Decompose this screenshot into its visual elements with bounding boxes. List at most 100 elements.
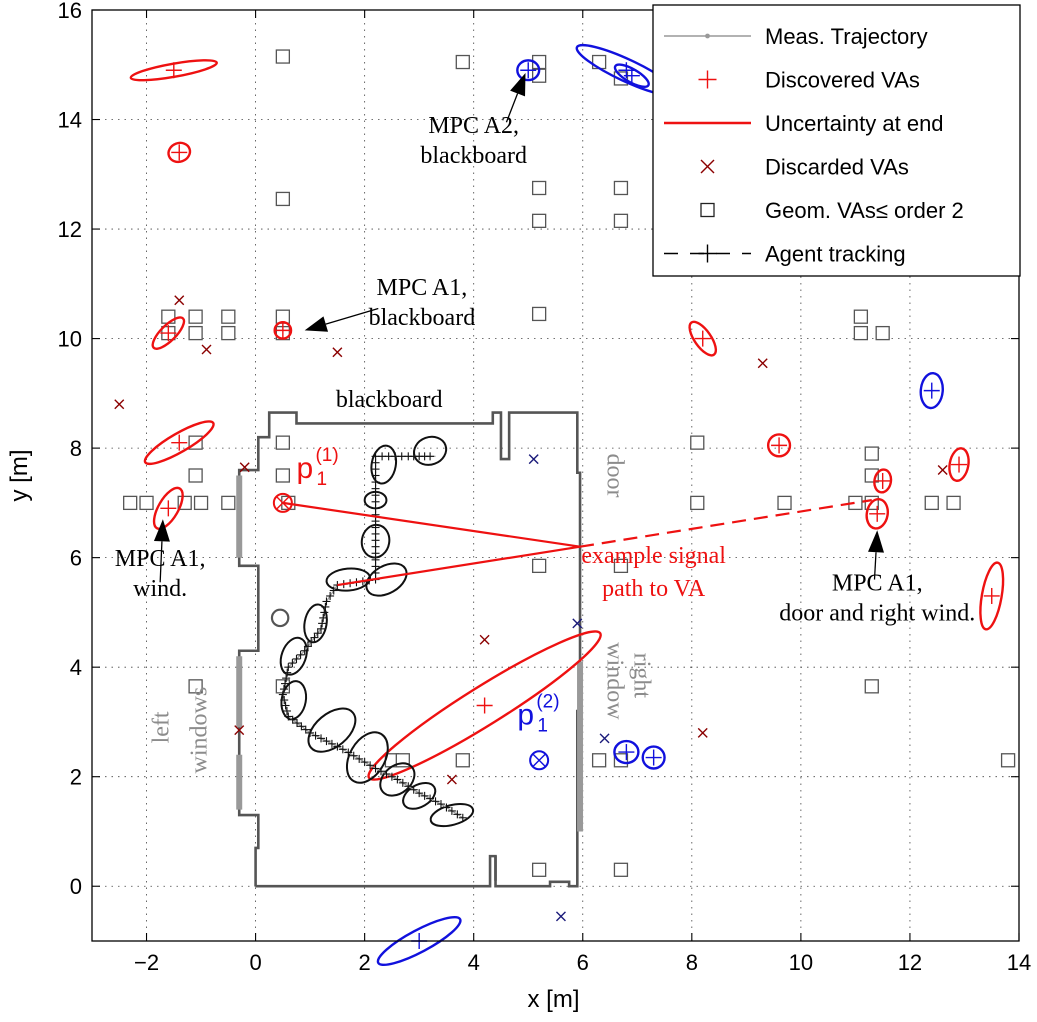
agent-track-marker <box>349 751 358 760</box>
annotation-mpc_a2: MPC A2, <box>428 113 519 139</box>
discovered-va-ellipse-agent2 <box>613 739 640 765</box>
agent-track-marker <box>404 782 413 791</box>
x-b <box>239 462 250 473</box>
y-tick-label: 14 <box>58 108 82 133</box>
geom-va-marker <box>777 495 792 511</box>
geom-va-marker <box>275 49 291 64</box>
geom-va-marker <box>613 213 629 228</box>
arrow-mpc_a1_bb <box>304 307 379 332</box>
geom-va-marker <box>531 213 547 228</box>
agent-track-marker <box>322 737 331 746</box>
geom-va-marker <box>193 495 209 511</box>
y-tick-label: 2 <box>70 765 82 790</box>
left-windows-label: windows <box>187 687 213 774</box>
agent-uncertainty-ellipse <box>280 680 308 720</box>
x-b <box>700 159 715 174</box>
x-tick-label: 14 <box>1007 950 1031 975</box>
geom-va-marker <box>1000 753 1016 768</box>
geom-va-marker <box>613 180 629 196</box>
discarded-va-marker <box>446 774 457 785</box>
agent-uncertainty-ellipse <box>413 435 448 466</box>
agent-track-marker <box>311 731 320 740</box>
position-p2-marker <box>529 750 550 771</box>
x-b <box>572 618 583 629</box>
discovered-va-ellipse <box>948 447 970 482</box>
geom-va-marker <box>924 495 939 511</box>
position-p2-label-sub: 1 <box>537 716 548 737</box>
agent-track-marker <box>317 624 326 633</box>
discovered-va-marker <box>771 437 788 454</box>
agent-track-marker <box>288 659 297 668</box>
discovered-va-ellipse <box>367 630 602 781</box>
door-label: door <box>601 454 627 498</box>
position-p1-label-base: p <box>296 452 313 485</box>
discovered-va-marker <box>171 144 188 161</box>
agent-track-marker <box>281 679 290 688</box>
agent-track-marker <box>307 637 316 646</box>
annotation-mpc_a1_door: door and right wind. <box>779 601 975 627</box>
discarded-va-marker <box>174 295 185 306</box>
arrow-shaft <box>159 541 163 583</box>
discovered-va-marker <box>160 500 177 517</box>
discovered-va-ellipse-agent2 <box>641 745 666 770</box>
agent-track-marker <box>300 646 309 655</box>
discovered-va-marker-agent2 <box>923 382 940 399</box>
discovered-va-ellipse <box>865 498 889 530</box>
x-tick-label: 6 <box>577 950 589 975</box>
geom-va-marker <box>455 753 470 768</box>
arrow-shaft <box>873 552 877 580</box>
y-tick-label: 4 <box>70 655 82 680</box>
arrow-head <box>510 72 526 97</box>
agent-uncertainty-ellipse <box>360 523 391 559</box>
agent-uncertainty-ellipse <box>279 636 308 676</box>
position-p1-marker <box>272 492 293 513</box>
example-signal-label: example signal <box>581 543 726 569</box>
legend-entry: Discarded VAs <box>700 155 909 180</box>
discovered-va-marker <box>874 472 891 489</box>
geom-va-marker <box>864 679 879 694</box>
agent-track-marker <box>280 696 289 705</box>
x-tick-label: 0 <box>249 950 261 975</box>
x-tick-label: 8 <box>686 950 698 975</box>
agent-track-marker <box>426 452 435 461</box>
agent-track-marker <box>398 778 407 787</box>
geom-va-marker <box>613 862 629 877</box>
annotation-mpc_a1_bb: MPC A1, <box>377 275 468 301</box>
x-tick-label: 12 <box>898 950 922 975</box>
geom-va-marker <box>531 180 547 196</box>
geom-va-marker <box>188 679 203 694</box>
x-axis-label: x [m] <box>528 986 580 1013</box>
legend-marker-dot <box>705 33 710 39</box>
legend-label: Geom. VAs≤ order 2 <box>765 198 964 223</box>
x-b <box>201 344 212 355</box>
geom-va-marker <box>853 325 869 341</box>
agent-track-marker <box>431 797 440 806</box>
discarded-va-marker <box>757 358 768 369</box>
agent-track-marker <box>282 706 291 715</box>
agent-track-marker <box>387 772 396 781</box>
agent-track-marker <box>283 668 292 677</box>
discarded-va-marker <box>479 634 490 645</box>
geom-va-marker <box>864 446 879 461</box>
x-tick-label: 4 <box>468 950 480 975</box>
position-p2-label-base: p <box>517 699 534 732</box>
agent-track-marker <box>319 613 328 622</box>
y-tick-label: 16 <box>58 0 82 23</box>
discarded-va-marker <box>114 399 125 410</box>
agent-track-marker <box>318 619 327 628</box>
agent-track-marker <box>458 813 467 822</box>
agent-track-marker <box>327 739 336 748</box>
agent-track-marker <box>344 748 353 757</box>
position-p1-cross <box>276 496 290 510</box>
agent-track-marker <box>453 810 462 819</box>
y-tick-label: 12 <box>58 217 82 242</box>
agent-track-marker <box>320 608 329 617</box>
arrow-mpc_a1_wind <box>153 519 170 583</box>
geom-va-marker <box>275 191 291 207</box>
discovered-va-marker <box>869 505 886 522</box>
geom-va-marker <box>591 753 607 768</box>
x-b <box>532 753 546 768</box>
